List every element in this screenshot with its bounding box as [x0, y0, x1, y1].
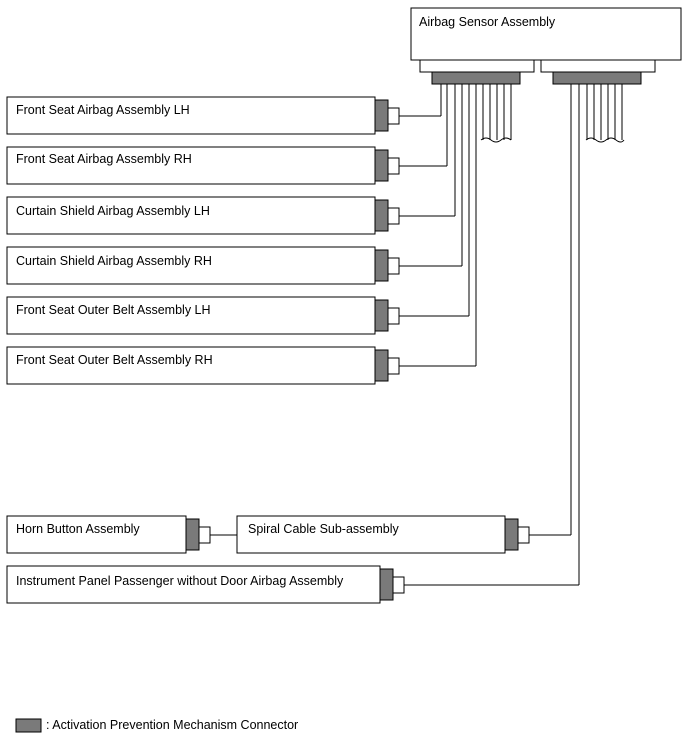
activation-prevention-connector — [374, 299, 389, 332]
front-seat-airbag-rh: Front Seat Airbag Assembly RH — [6, 146, 447, 185]
sensor-connector-left-plug — [431, 71, 521, 85]
front-seat-airbag-rh-label: Front Seat Airbag Assembly RH — [16, 152, 192, 166]
connector-terminal — [387, 107, 400, 125]
activation-prevention-connector — [374, 199, 389, 232]
spiral-cable-sub-assembly-label: Spiral Cable Sub-assembly — [248, 522, 400, 536]
front-seat-outer-belt-lh-label: Front Seat Outer Belt Assembly LH — [16, 303, 211, 317]
instrument-panel-passenger-airbag: Instrument Panel Passenger without Door … — [6, 565, 579, 604]
left-harness — [440, 84, 512, 366]
curtain-shield-airbag-rh: Curtain Shield Airbag Assembly RH — [6, 246, 462, 285]
activation-prevention-connector — [374, 249, 389, 282]
connector-terminal — [387, 307, 400, 325]
legend-label: : Activation Prevention Mechanism Connec… — [46, 718, 298, 732]
curtain-shield-airbag-lh: Curtain Shield Airbag Assembly LH — [6, 196, 455, 235]
sensor-connector-right-body — [540, 59, 656, 73]
activation-prevention-connector — [374, 99, 389, 132]
connector-terminal — [517, 526, 530, 544]
sensor-connector-left-body — [419, 59, 535, 73]
activation-prevention-connector — [374, 149, 389, 182]
front-seat-airbag-lh: Front Seat Airbag Assembly LH — [6, 96, 441, 135]
connector-terminal — [387, 257, 400, 275]
front-seat-outer-belt-rh: Front Seat Outer Belt Assembly RH — [6, 346, 476, 385]
legend: : Activation Prevention Mechanism Connec… — [15, 718, 298, 733]
right-harness — [570, 84, 625, 585]
activation-prevention-connector — [379, 568, 394, 601]
activation-prevention-connector — [185, 518, 200, 551]
front-seat-airbag-lh-label: Front Seat Airbag Assembly LH — [16, 103, 190, 117]
connector-terminal — [392, 576, 405, 594]
activation-prevention-connector — [504, 518, 519, 551]
front-seat-outer-belt-lh: Front Seat Outer Belt Assembly LH — [6, 296, 469, 335]
connector-terminal — [387, 157, 400, 175]
legend-connector-swatch — [15, 718, 42, 733]
connector-terminal — [387, 207, 400, 225]
connector-terminal — [198, 526, 211, 544]
connector-terminal — [387, 357, 400, 375]
front-seat-outer-belt-rh-label: Front Seat Outer Belt Assembly RH — [16, 353, 213, 367]
spiral-cable-sub-assembly: Spiral Cable Sub-assembly — [236, 515, 571, 554]
curtain-shield-airbag-lh-label: Curtain Shield Airbag Assembly LH — [16, 204, 210, 218]
instrument-panel-passenger-airbag-label: Instrument Panel Passenger without Door … — [16, 574, 344, 588]
airbag-sensor-assembly: Airbag Sensor Assembly — [410, 7, 682, 85]
sensor-connector-right-plug — [552, 71, 642, 85]
activation-prevention-connector — [374, 349, 389, 382]
curtain-shield-airbag-rh-label: Curtain Shield Airbag Assembly RH — [16, 254, 212, 268]
horn-button-assembly-label: Horn Button Assembly — [16, 522, 140, 536]
sensor-label: Airbag Sensor Assembly — [419, 15, 556, 29]
horn-button-assembly: Horn Button Assembly — [6, 515, 237, 554]
